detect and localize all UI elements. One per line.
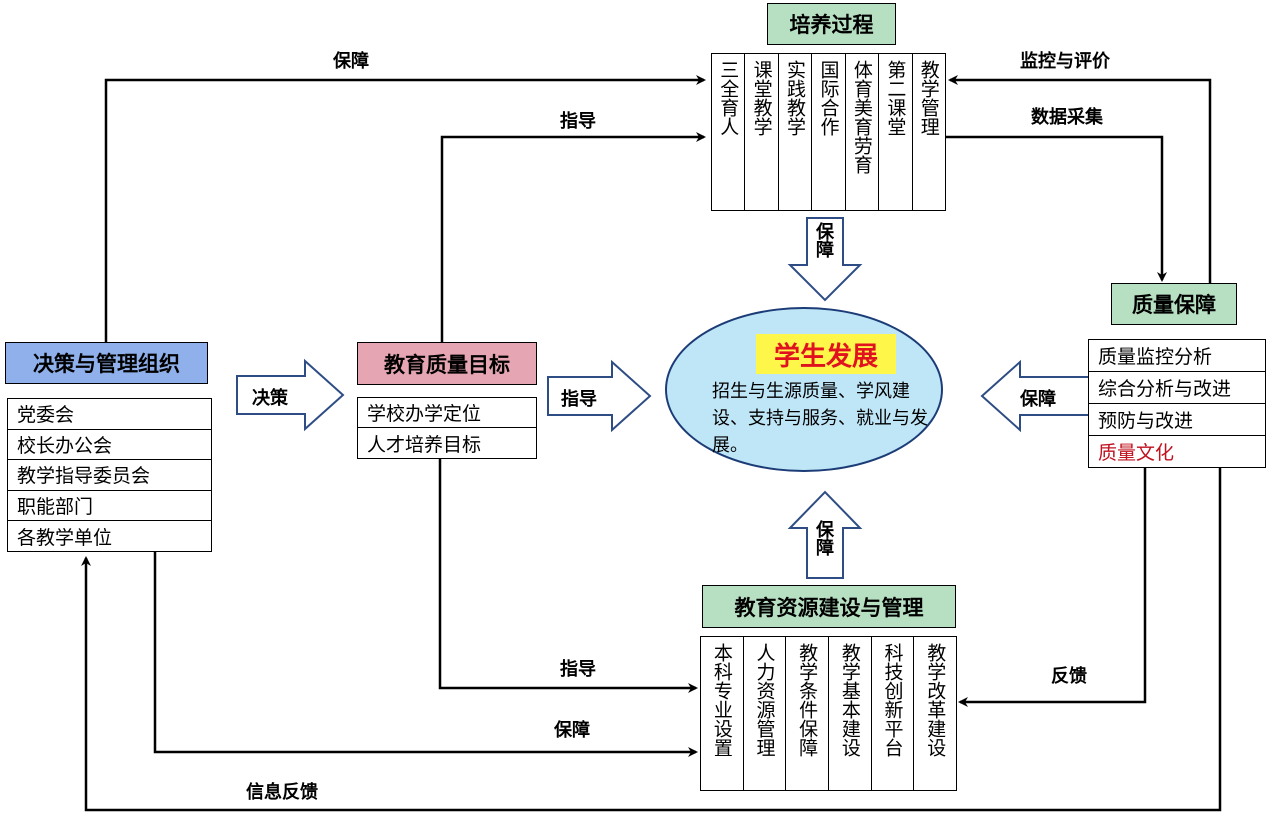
resources-item: 教学基本建设: [838, 643, 861, 757]
arrow-monitor-eval: [948, 75, 1212, 283]
training-item: 实践教学: [784, 60, 807, 136]
resources-title: 教育资源建设与管理: [702, 585, 956, 628]
resources-item: 科技创新平台: [881, 643, 904, 757]
decision-org-title: 决策与管理组织: [5, 342, 208, 384]
quality-goal-item: 人才培养目标: [367, 433, 482, 456]
training-process-columns: 三全育人 课堂教学 实践教学 国际合作 体育美育劳育 第二课堂 教学管理: [711, 53, 946, 211]
label-info-feedback: 信息反馈: [246, 782, 318, 803]
block-arrow-guide-center: [547, 359, 652, 433]
training-col: 课堂教学: [745, 54, 779, 210]
resources-col: 教学改革建设: [914, 637, 956, 790]
quality-goal-title: 教育质量目标: [357, 342, 537, 385]
arrow-guide-top: [440, 132, 706, 342]
quality-assurance-list: 质量监控分析 综合分析与改进 预防与改进 质量文化: [1088, 339, 1266, 468]
training-item: 第二课堂: [884, 60, 907, 136]
training-col: 体育美育劳育: [846, 54, 880, 210]
resources-item: 教学改革建设: [924, 643, 947, 757]
arrow-guarantee-top: [104, 75, 706, 342]
label-feedback: 反馈: [1051, 666, 1087, 687]
decision-org-item: 职能部门: [8, 491, 211, 521]
quality-goal-list: 学校办学定位 人才培养目标: [357, 397, 537, 459]
decision-org-title-text: 决策与管理组织: [33, 352, 180, 376]
resources-col: 人力资源管理: [744, 637, 787, 790]
label-decision: 决策: [252, 388, 288, 409]
quality-goal-item: 学校办学定位: [358, 398, 536, 428]
label-guide-bottom: 指导: [560, 659, 596, 680]
training-col: 三全育人: [712, 54, 746, 210]
quality-assurance-title-text: 质量保障: [1132, 293, 1216, 317]
arrow-feedback: [958, 468, 1147, 707]
resources-item: 本科专业设置: [710, 643, 733, 757]
training-process-title: 培养过程: [767, 3, 896, 45]
training-item: 教学管理: [917, 60, 940, 136]
block-arrow-decision: [236, 358, 345, 432]
training-col: 国际合作: [812, 54, 846, 210]
decision-org-list: 党委会 校长办公会 教学指导委员会 职能部门 各教学单位: [7, 398, 212, 552]
resources-item: 人力资源管理: [753, 643, 776, 757]
label-data-collect: 数据采集: [1031, 107, 1103, 128]
block-arrow-guarantee-right: [980, 359, 1091, 433]
resources-col: 教学基本建设: [829, 637, 872, 790]
quality-assurance-title: 质量保障: [1111, 283, 1237, 325]
training-col: 实践教学: [779, 54, 813, 210]
decision-org-item: 党委会: [8, 399, 211, 430]
training-col: 第二课堂: [879, 54, 913, 210]
training-item: 三全育人: [717, 60, 740, 136]
decision-org-item: 校长办公会: [8, 430, 211, 460]
decision-org-item: 教学指导委员会: [8, 460, 211, 491]
label-guarantee-bottom: 保障: [554, 720, 590, 741]
quality-goal-title-text: 教育质量目标: [384, 352, 510, 377]
arrow-guide-bottom: [438, 458, 698, 693]
label-guide-top: 指导: [560, 111, 596, 132]
training-process-title-text: 培养过程: [789, 13, 874, 37]
arrow-info-feedback: [81, 468, 1222, 812]
quality-culture-item: 质量文化: [1098, 442, 1175, 464]
block-arrow-guarantee-upper: [787, 217, 863, 302]
student-development-title: 学生发展: [756, 334, 896, 374]
decision-org-item: 各教学单位: [17, 526, 113, 549]
resources-col: 科技创新平台: [872, 637, 915, 790]
training-col: 教学管理: [913, 54, 945, 210]
arrow-data-collect: [946, 135, 1167, 282]
label-guarantee-lower: 保障: [813, 520, 834, 556]
resources-item: 教学条件保障: [796, 643, 819, 757]
label-monitor-eval: 监控与评价: [1020, 51, 1110, 72]
label-guarantee-upper: 保障: [813, 222, 834, 258]
resources-col: 本科专业设置: [701, 637, 744, 790]
resources-title-text: 教育资源建设与管理: [734, 595, 924, 620]
block-arrow-guarantee-lower: [787, 490, 863, 579]
training-item: 国际合作: [817, 60, 840, 136]
quality-assurance-item: 综合分析与改进: [1089, 372, 1265, 404]
student-development-text: 招生与生源质量、学风建设、支持与服务、就业与发展。: [712, 381, 928, 456]
resources-columns: 本科专业设置 人力资源管理 教学条件保障 教学基本建设 科技创新平台 教学改革建…: [700, 636, 957, 791]
training-item: 体育美育劳育: [850, 60, 873, 174]
resources-col: 教学条件保障: [786, 637, 830, 790]
training-item: 课堂教学: [750, 60, 773, 136]
label-guide-center: 指导: [561, 389, 597, 410]
quality-assurance-item: 质量监控分析: [1089, 340, 1265, 372]
label-guarantee-top: 保障: [333, 51, 369, 72]
label-guarantee-right: 保障: [1020, 389, 1056, 410]
arrow-guarantee-bottom: [153, 552, 698, 757]
quality-assurance-item: 预防与改进: [1089, 404, 1265, 436]
